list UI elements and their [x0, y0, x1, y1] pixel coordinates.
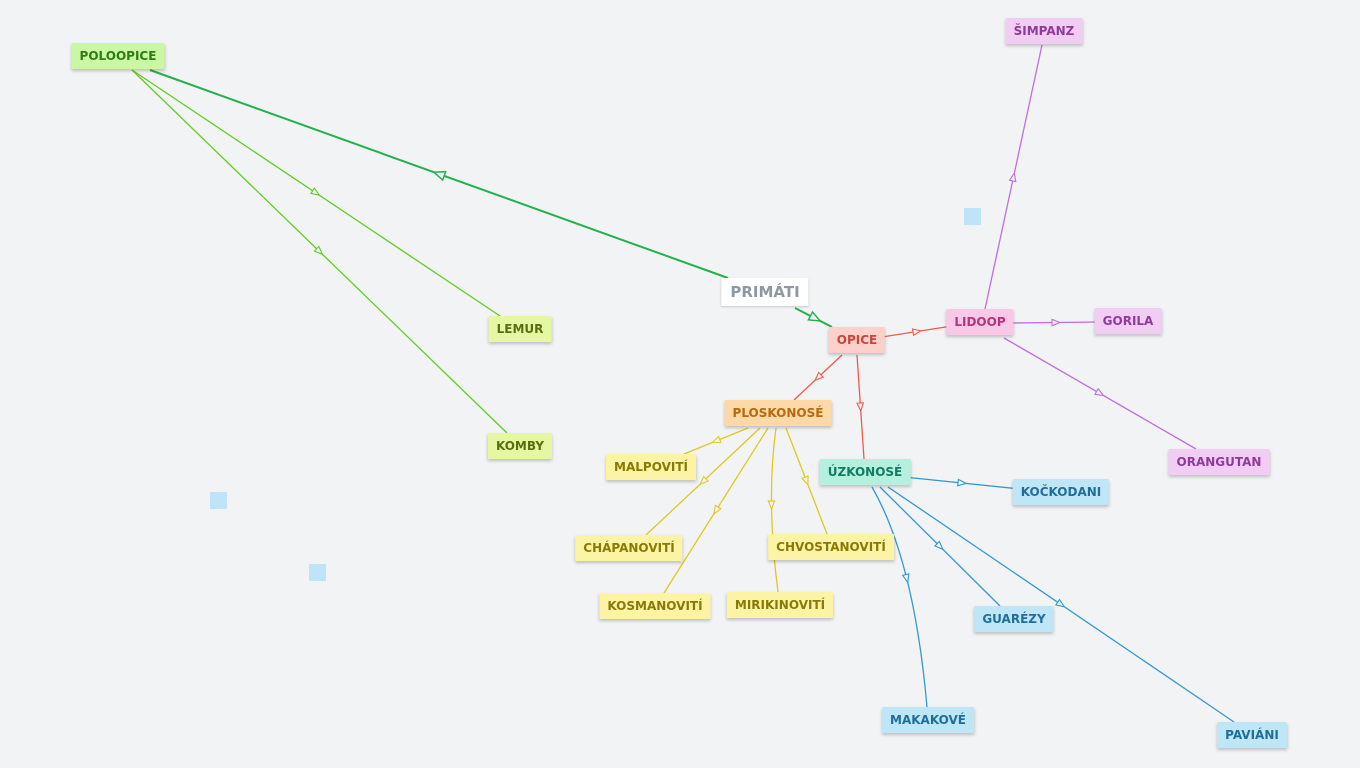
- connector-uzkonose-makakove: [871, 486, 928, 708]
- arrowhead-lidoop-gorila: [1051, 318, 1062, 327]
- arrowhead-opice-lidoop: [911, 328, 923, 337]
- node-ploskonose[interactable]: PLOSKONOSÉ: [724, 400, 832, 426]
- node-komby[interactable]: KOMBY: [487, 433, 553, 459]
- node-chvostanoviti[interactable]: CHVOSTANOVITÍ: [768, 534, 894, 560]
- node-chapanoviti[interactable]: CHÁPANOVITÍ: [575, 535, 683, 561]
- node-orangutan[interactable]: ORANGUTAN: [1168, 449, 1270, 475]
- arrowhead-lidoop-simpanz: [1008, 171, 1017, 183]
- arrowhead-uzkonose-kockodani: [957, 478, 968, 487]
- arrowhead-lidoop-orangutan: [1094, 387, 1105, 397]
- arrowhead-uzkonose-makakove: [901, 573, 910, 584]
- arrowhead-opice-uzkonose: [856, 402, 865, 413]
- connector-ploskonose-mirikinoviti: [770, 427, 779, 593]
- arrowhead-ploskonose-mirikinoviti: [767, 500, 776, 511]
- floating-square-marker[interactable]: [964, 208, 981, 225]
- node-paviani[interactable]: PAVIÁNI: [1217, 722, 1287, 748]
- node-guarezy[interactable]: GUARÉZY: [974, 606, 1054, 632]
- arrowhead-primati-poloopice: [431, 170, 447, 182]
- arrowhead-ploskonose-chapanoviti: [699, 475, 710, 486]
- node-malpoviti[interactable]: MALPOVITÍ: [606, 454, 696, 480]
- arrowhead-ploskonose-malpoviti: [710, 435, 722, 444]
- arrowhead-poloopice-lemur: [309, 187, 321, 197]
- node-lemur[interactable]: LEMUR: [488, 316, 552, 342]
- node-lidoop[interactable]: LIDOOP: [946, 309, 1014, 335]
- node-simpanz[interactable]: ŠIMPANZ: [1005, 18, 1083, 44]
- node-primati[interactable]: PRIMÁTI: [721, 278, 809, 306]
- arrowhead-uzkonose-guarezy: [933, 540, 944, 551]
- node-kockodani[interactable]: KOČKODANI: [1012, 479, 1110, 505]
- node-kosmanoviti[interactable]: KOSMANOVITÍ: [599, 593, 711, 619]
- arrowhead-ploskonose-kosmanoviti: [713, 504, 722, 516]
- arrowhead-ploskonose-chvostanoviti: [801, 475, 809, 487]
- node-poloopice[interactable]: POLOOPICE: [71, 43, 165, 69]
- node-opice[interactable]: OPICE: [828, 327, 886, 353]
- node-mirikinoviti[interactable]: MIRIKINOVITÍ: [726, 592, 834, 618]
- floating-square-marker[interactable]: [210, 492, 227, 509]
- floating-square-marker[interactable]: [309, 564, 326, 581]
- arrowhead-poloopice-komby: [313, 245, 324, 256]
- arrowhead-uzkonose-paviani: [1054, 598, 1066, 608]
- node-gorila[interactable]: GORILA: [1094, 308, 1162, 334]
- arrowhead-primati-opice: [807, 310, 823, 322]
- arrowhead-opice-ploskonose: [814, 371, 825, 382]
- node-makakove[interactable]: MAKAKOVÉ: [882, 707, 974, 733]
- node-uzkonose[interactable]: ÚZKONOSÉ: [819, 459, 911, 485]
